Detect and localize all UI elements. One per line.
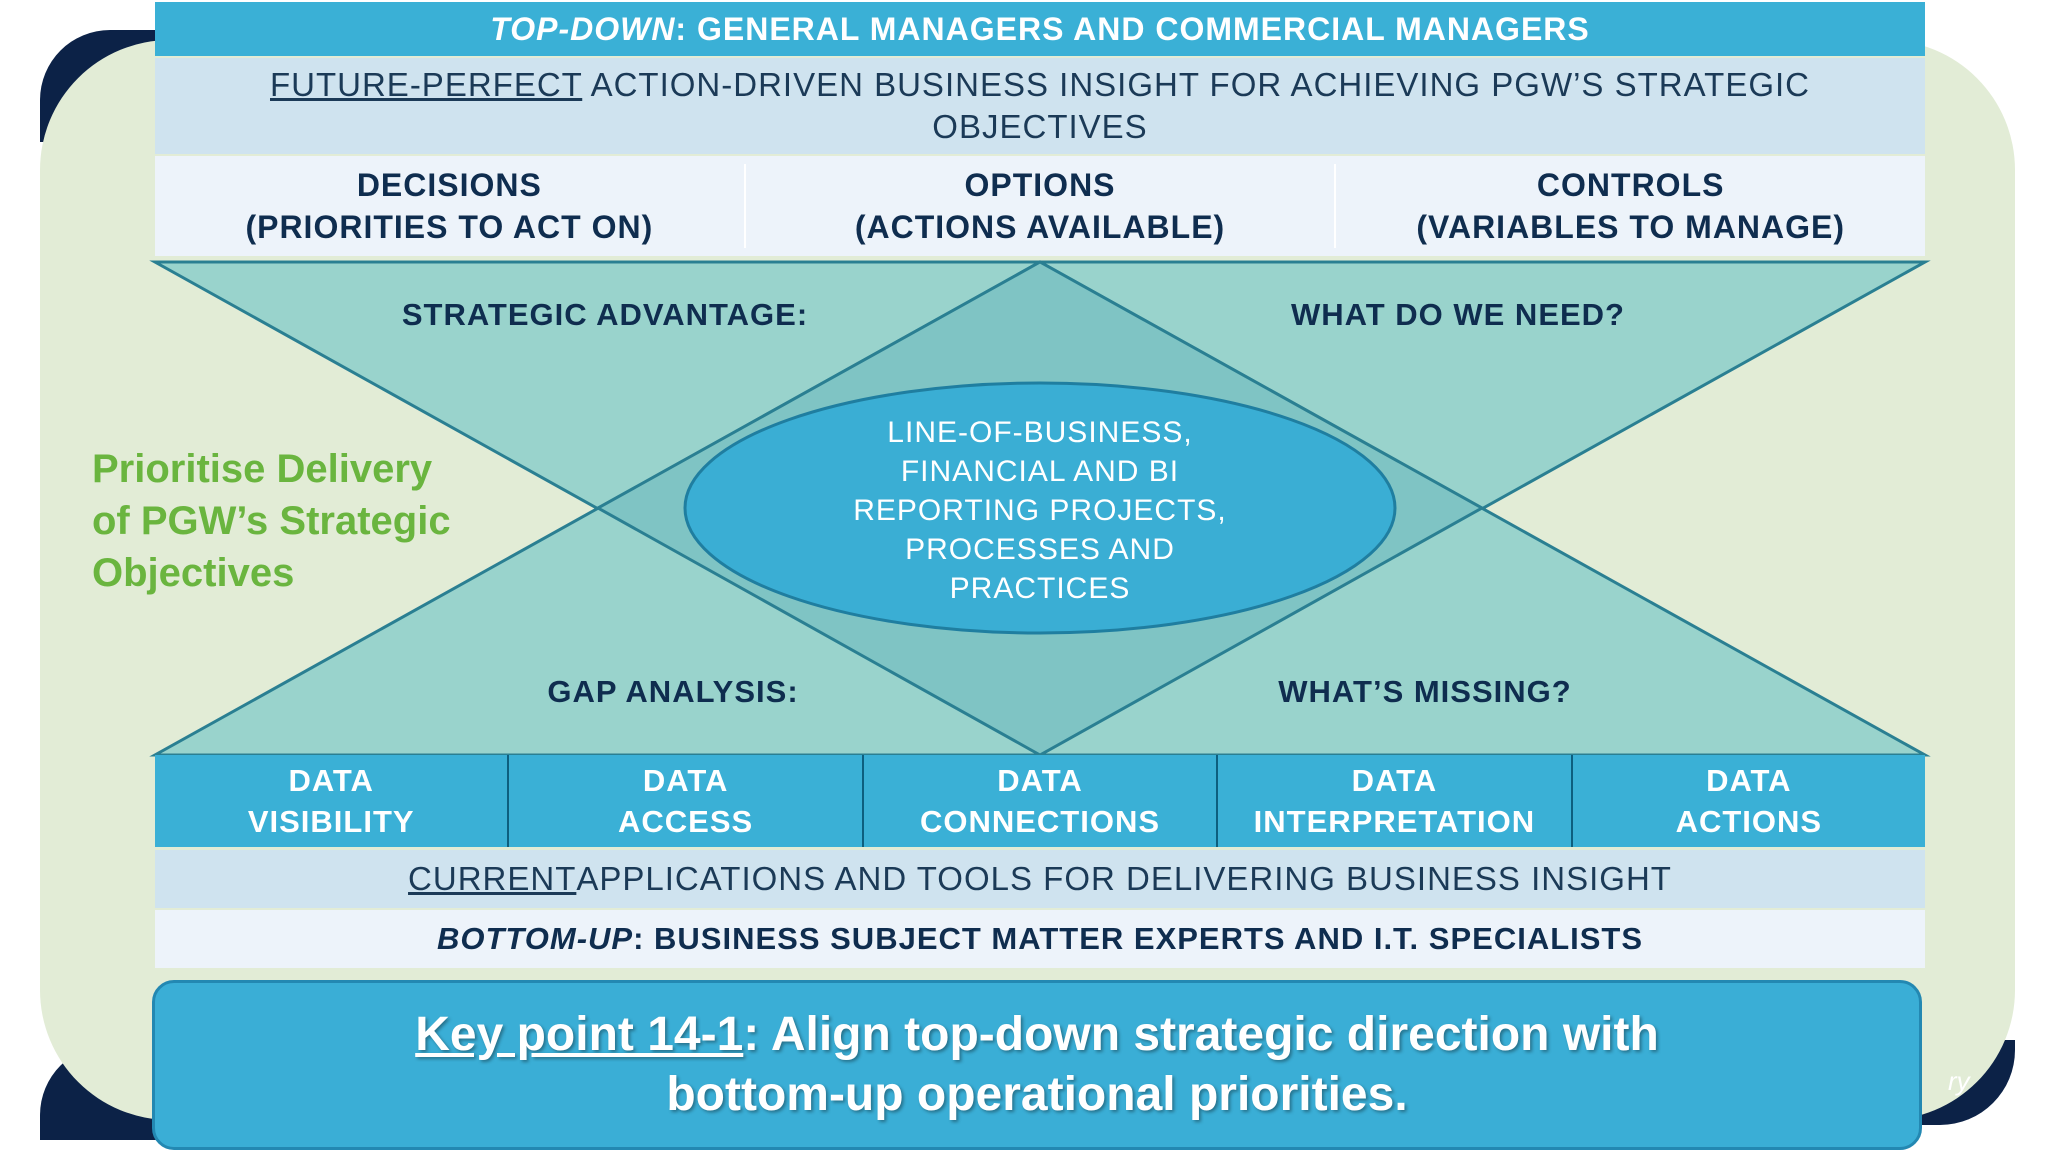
center-line-2: FINANCIAL AND BI: [901, 455, 1179, 488]
cell-line-1: DATA: [642, 763, 729, 798]
key-point-text-1: : Align top-down strategic direction wit…: [743, 1008, 1659, 1061]
background-text-fragment: ry: [1948, 1066, 1970, 1096]
current-text: APPLICATIONS AND TOOLS FOR DELIVERING BU…: [576, 860, 1672, 897]
column-title: DECISIONS: [356, 167, 542, 203]
future-perfect-banner: FUTURE-PERFECT ACTION-DRIVEN BUSINESS IN…: [155, 58, 1925, 154]
top-down-banner: TOP-DOWN: GENERAL MANAGERS AND COMMERCIA…: [155, 2, 1925, 56]
current-lead: CURRENT: [408, 860, 577, 897]
cell-line-1: DATA: [1351, 763, 1438, 798]
key-point-callout: Key point 14-1: Align top-down strategic…: [152, 980, 1922, 1150]
cell-line-2: CONNECTIONS: [919, 804, 1161, 839]
data-actions-cell: DATA ACTIONS: [1570, 755, 1925, 847]
key-point-text-2: bottom-up operational priorities.: [666, 1068, 1408, 1121]
side-text-line-3: Objectives: [92, 551, 295, 595]
cell-line-2: ACTIONS: [1675, 804, 1823, 839]
label-strategic-advantage: STRATEGIC ADVANTAGE:: [402, 297, 808, 332]
cell-line-2: ACCESS: [618, 804, 754, 839]
data-visibility-cell: DATA VISIBILITY: [155, 755, 507, 847]
column-subtitle: (ACTIONS AVAILABLE): [854, 209, 1226, 245]
label-whats-missing: WHAT’S MISSING?: [1278, 674, 1571, 709]
center-line-1: LINE-OF-BUSINESS,: [887, 416, 1192, 449]
center-ellipse: [683, 381, 1397, 635]
top-down-lead: TOP-DOWN: [490, 10, 676, 47]
cell-line-2: VISIBILITY: [247, 804, 415, 839]
label-gap-analysis: GAP ANALYSIS:: [547, 674, 798, 709]
data-access-cell: DATA ACCESS: [507, 755, 861, 847]
side-text-line-2: of PGW’s Strategic: [92, 499, 451, 543]
column-subtitle: (VARIABLES TO MANAGE): [1416, 209, 1846, 245]
label-what-do-we-need: WHAT DO WE NEED?: [1291, 297, 1625, 332]
future-perfect-text-1: ACTION-DRIVEN BUSINESS INSIGHT FOR ACHIE…: [582, 66, 1810, 103]
bottom-up-text: : BUSINESS SUBJECT MATTER EXPERTS AND I.…: [633, 921, 1644, 956]
cell-line-1: DATA: [997, 763, 1083, 798]
column-subtitle: (PRIORITIES TO ACT ON): [245, 209, 654, 245]
prioritise-delivery-text: Prioritise Delivery of PGW’s Strategic O…: [92, 443, 522, 599]
cell-line-1: DATA: [288, 763, 374, 798]
column-decisions: DECISIONS (PRIORITIES TO ACT ON): [155, 164, 744, 248]
data-capabilities-row: DATA VISIBILITY DATA ACCESS DATA CONNECT…: [155, 755, 1925, 847]
cell-line-1: DATA: [1706, 763, 1792, 798]
current-applications-banner: CURRENT APPLICATIONS AND TOOLS FOR DELIV…: [155, 850, 1925, 908]
column-controls: CONTROLS (VARIABLES TO MANAGE): [1334, 164, 1925, 248]
center-line-4: PROCESSES AND: [905, 533, 1175, 566]
side-text-line-1: Prioritise Delivery: [92, 447, 433, 491]
center-text: LINE-OF-BUSINESS, FINANCIAL AND BI REPOR…: [853, 416, 1227, 605]
center-line-5: PRACTICES: [950, 572, 1131, 605]
bottom-up-banner: BOTTOM-UP: BUSINESS SUBJECT MATTER EXPER…: [155, 910, 1925, 968]
data-connections-cell: DATA CONNECTIONS: [861, 755, 1216, 847]
column-title: CONTROLS: [1536, 167, 1725, 203]
column-options: OPTIONS (ACTIONS AVAILABLE): [743, 164, 1335, 248]
bottom-up-lead: BOTTOM-UP: [436, 921, 634, 956]
column-title: OPTIONS: [964, 167, 1116, 203]
future-perfect-text-2: OBJECTIVES: [932, 108, 1148, 145]
key-point-heading: Key point 14-1: [415, 1008, 744, 1061]
decision-columns: DECISIONS (PRIORITIES TO ACT ON) OPTIONS…: [155, 156, 1925, 256]
data-interpretation-cell: DATA INTERPRETATION: [1216, 755, 1570, 847]
center-line-3: REPORTING PROJECTS,: [853, 494, 1227, 527]
future-perfect-lead: FUTURE-PERFECT: [270, 66, 583, 103]
cell-line-2: INTERPRETATION: [1253, 804, 1536, 839]
top-down-text: : GENERAL MANAGERS AND COMMERCIAL MANAGE…: [675, 10, 1590, 47]
